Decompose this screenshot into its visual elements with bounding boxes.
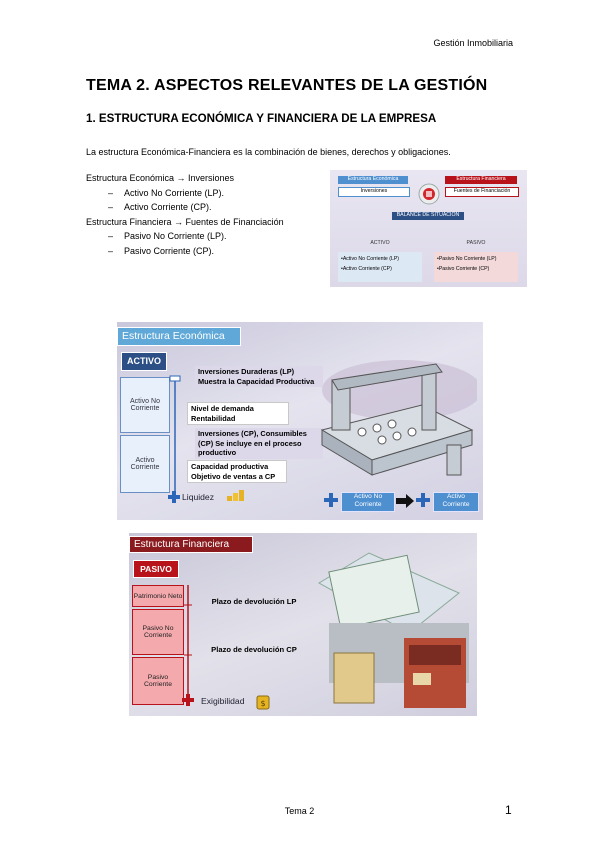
arrow-right-icon (396, 494, 414, 508)
plus-icon (324, 493, 338, 507)
running-header: Gestión Inmobiliaria (433, 38, 513, 48)
cell-pasivo-no-corriente: Pasivo No Corriente (132, 609, 184, 655)
slide-title: Estructura Financiera (129, 536, 253, 553)
coins-icon (227, 490, 244, 501)
page-number: 1 (505, 803, 512, 817)
slide-estructura-economica: Estructura Económica ACTIVO Activo No Co… (117, 322, 483, 520)
section-heading: 1. ESTRUCTURA ECONÓMICA Y FINANCIERA DE … (86, 112, 437, 125)
cell-pasivo-corriente: Pasivo Corriente (132, 657, 184, 705)
plus-icon (416, 493, 430, 507)
intro-paragraph: La estructura Económica-Financiera es la… (86, 147, 451, 157)
page-title: TEMA 2. ASPECTOS RELEVANTES DE LA GESTIÓ… (86, 77, 488, 94)
pasivo-badge: PASIVO (133, 560, 179, 578)
list-subitem: –Activo Corriente (CP). (108, 202, 212, 213)
exigibility-axis-arrow (184, 585, 192, 702)
list-subitem: –Pasivo Corriente (CP). (108, 245, 215, 256)
financiera-label: Estructura Financiera (445, 176, 517, 184)
machine-illustration (320, 360, 477, 476)
box-plazo-cp: Plazo de devolución CP (211, 645, 297, 654)
exigibilidad-label: Exigibilidad (201, 696, 245, 706)
finance-collage-illustration (318, 552, 469, 708)
balance-scale-icon (418, 183, 440, 205)
activo-header: ACTIVO (370, 240, 390, 246)
fuentes-box: Fuentes de Financiación (445, 187, 519, 197)
liquidez-label: Liquidez (182, 492, 215, 502)
box-capacidad-productiva: Capacidad productiva Objetivo de ventas … (187, 460, 287, 483)
balance-label: BALANCE DE SITUACIÓN (392, 212, 464, 220)
slide-title: Estructura Económica (117, 327, 241, 346)
list-item-economica: Estructura Económica → Inversiones (86, 173, 235, 183)
inversiones-box: Inversiones (338, 187, 410, 197)
activo-badge: ACTIVO (121, 352, 167, 371)
pasivo-header: PASIVO (466, 240, 486, 246)
cell-activo-corriente: Activo Corriente (120, 435, 170, 493)
slide-estructura-financiera: Estructura Financiera PASIVO Patrimonio … (129, 533, 477, 716)
liquidity-axis-arrow (169, 375, 181, 492)
cell-patrimonio-neto: Patrimonio Neto (132, 585, 184, 607)
activo-panel: •Activo No Corriente (LP) •Activo Corrie… (338, 252, 422, 282)
box-plazo-lp: Plazo de devolución LP (211, 597, 297, 606)
page-footer: Tema 2 (284, 806, 315, 816)
moneybag-icon: $ (256, 695, 270, 710)
box-inversiones-cp: Inversiones (CP), Consumibles (CP) Se in… (195, 428, 323, 459)
list-subitem: –Activo No Corriente (LP). (108, 187, 225, 198)
economica-label: Estructura Económica (338, 176, 408, 184)
list-subitem: –Pasivo No Corriente (LP). (108, 231, 227, 242)
box-inversiones-duraderas: Inversiones Duraderas (LP) Muestra la Ca… (195, 366, 323, 387)
cell-activo-no-corriente: Activo No Corriente (120, 377, 170, 433)
structure-list: Estructura Económica → Inversiones –Acti… (86, 171, 284, 259)
list-item-financiera: Estructura Financiera → Fuentes de Finan… (86, 216, 284, 227)
bottom-activo-no-corriente: Activo No Corriente (341, 492, 395, 512)
plus-icon (168, 491, 180, 503)
svg-text:$: $ (260, 699, 265, 708)
pasivo-panel: •Pasivo No Corriente (LP) •Pasivo Corrie… (434, 252, 518, 282)
box-nivel-demanda: Nivel de demanda Rentabilidad (187, 402, 289, 425)
slide-balance-overview: Estructura Económica Inversiones Estruct… (330, 170, 527, 287)
bottom-activo-corriente: Activo Corriente (433, 492, 479, 512)
plus-icon (182, 694, 194, 706)
